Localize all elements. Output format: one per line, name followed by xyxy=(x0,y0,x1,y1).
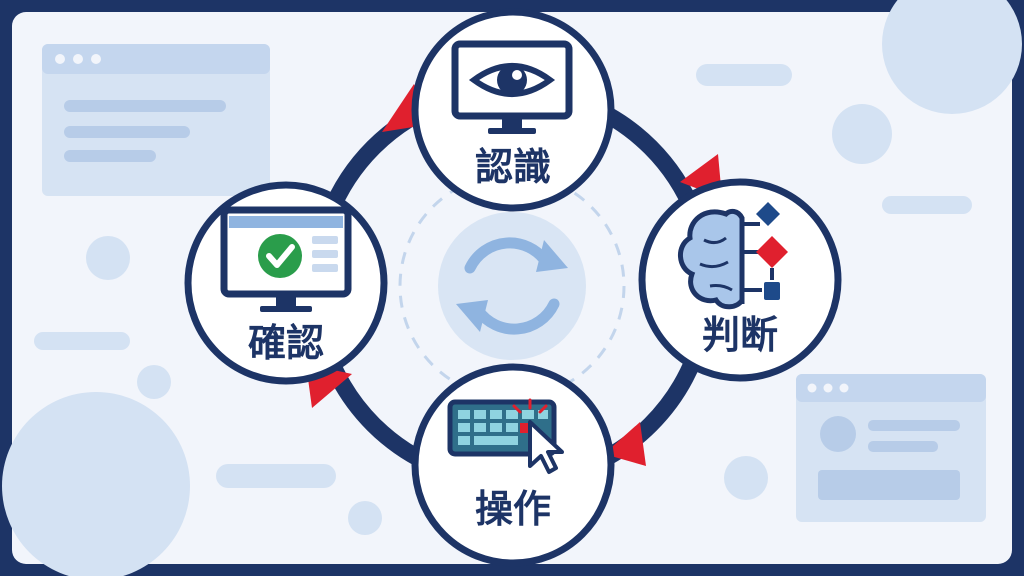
monitor-check-icon xyxy=(220,206,352,312)
decor-window-top-left xyxy=(42,44,270,196)
decor-window-bottom-right xyxy=(796,374,986,522)
node-verify: 確認 xyxy=(184,181,388,385)
node-label-operate: 操作 xyxy=(475,487,551,531)
keyboard-cursor-icon xyxy=(447,398,564,474)
arrow-judge-to-operate xyxy=(604,422,646,466)
node-label-verify: 確認 xyxy=(248,321,324,365)
monitor-eye-icon xyxy=(451,40,573,134)
node-operate: 操作 xyxy=(411,363,615,567)
refresh-cycle-icon xyxy=(464,237,560,335)
node-label-judge: 判断 xyxy=(702,313,778,357)
node-judge: 判断 xyxy=(638,178,842,382)
center-disc xyxy=(438,212,586,360)
brain-decision-icon xyxy=(678,202,788,310)
node-label-recognize: 認識 xyxy=(475,145,551,189)
node-recognize: 認識 xyxy=(411,8,615,212)
inner-dashed-circle xyxy=(398,172,626,400)
